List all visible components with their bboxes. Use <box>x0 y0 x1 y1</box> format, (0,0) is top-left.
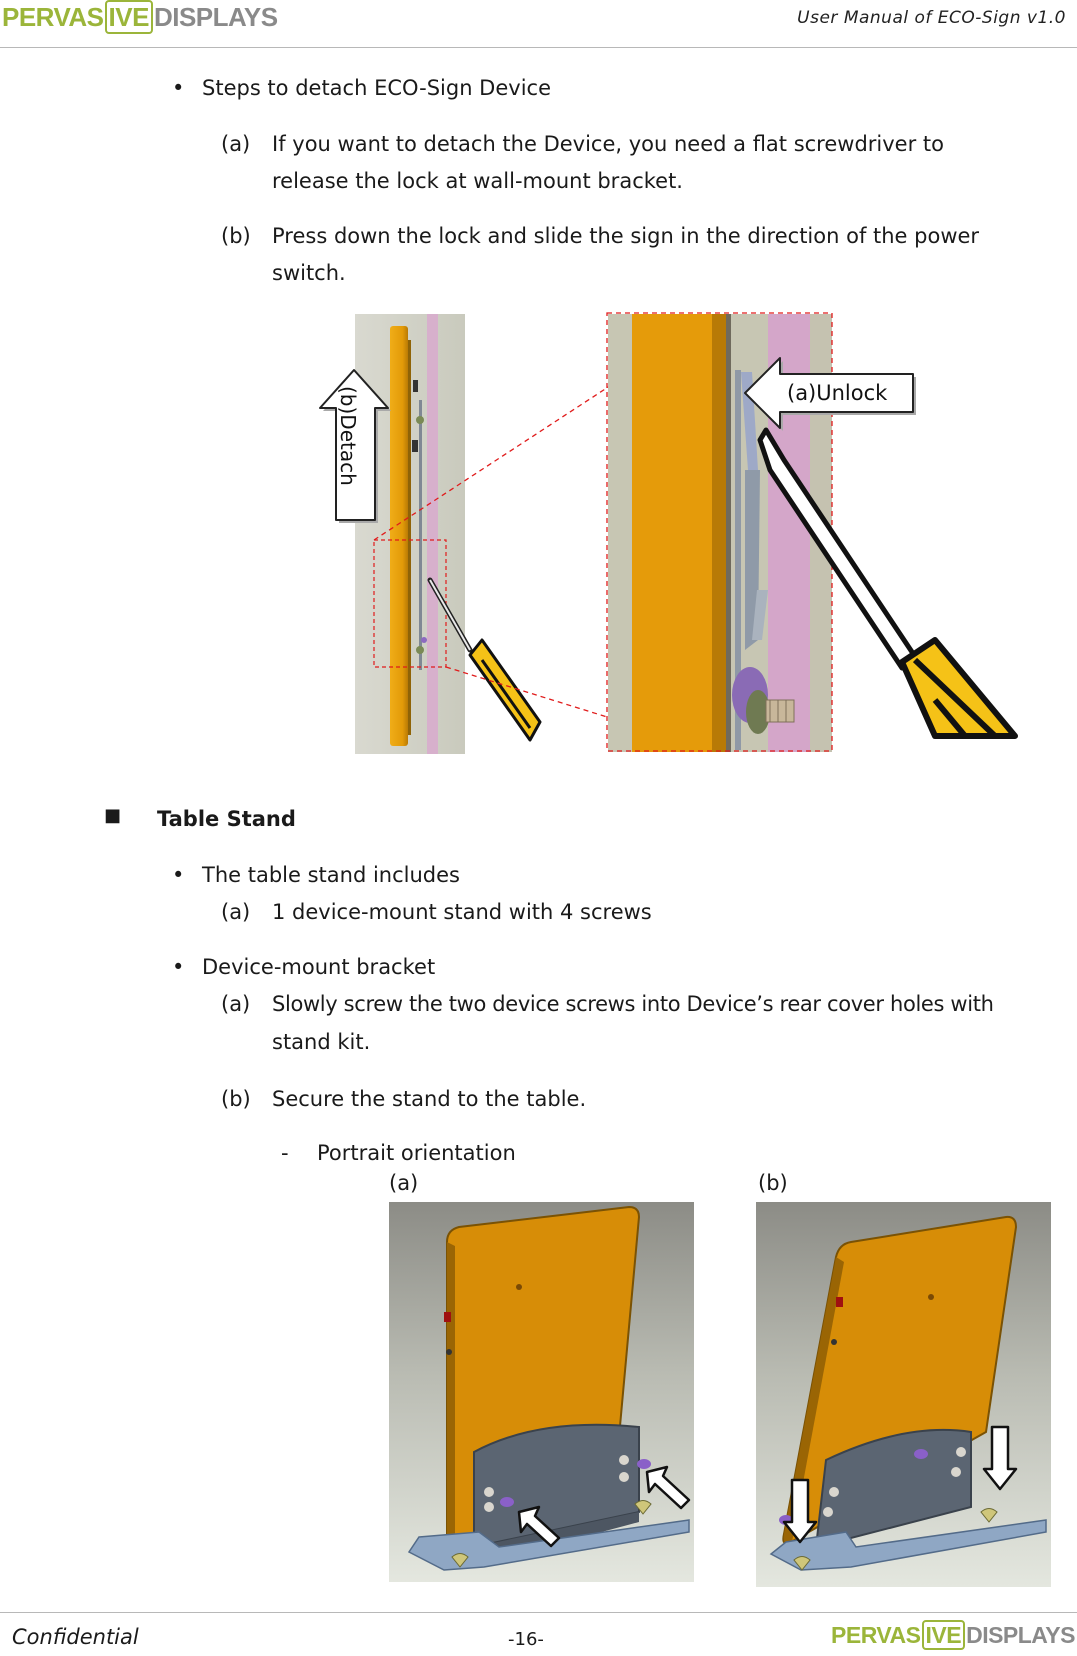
step-text: Press down the lock and slide the sign i… <box>272 224 980 248</box>
step-text: Secure the stand to the table. <box>272 1087 587 1111</box>
screwdriver-small-icon <box>427 577 542 742</box>
screwdriver-large-icon <box>757 427 1018 739</box>
arrow-icon <box>517 1505 561 1548</box>
bullet: • <box>172 863 185 887</box>
stand-figure-b <box>756 1202 1051 1587</box>
table-stand-heading: Table Stand <box>157 807 296 831</box>
step-text: Slowly screw the two device screws into … <box>272 992 994 1016</box>
detach-heading: Steps to detach ECO-Sign Device <box>202 76 551 100</box>
step-text: stand kit. <box>272 1030 371 1054</box>
stand-figure-a <box>389 1202 694 1582</box>
step-marker: (b) <box>221 224 251 248</box>
zoom-connector <box>445 666 721 753</box>
side-view-image <box>355 314 465 754</box>
dash: - <box>281 1141 289 1165</box>
page-number: -16- <box>508 1629 544 1650</box>
section-square-icon: ■ <box>104 805 122 826</box>
arrow-icon <box>645 1465 691 1510</box>
step-marker: (b) <box>221 1087 251 1111</box>
includes-heading: The table stand includes <box>202 863 460 887</box>
step-marker: (a) <box>221 992 251 1016</box>
header-rule <box>0 47 1077 48</box>
arrow-icon <box>782 1478 818 1544</box>
header-title: User Manual of ECO-Sign v1.0 <box>797 8 1066 28</box>
detach-figure: (b)Detach (a)Unlock <box>319 312 1018 754</box>
item-text: 1 device-mount stand with 4 screws <box>272 900 652 924</box>
bullet: • <box>172 76 185 100</box>
item-marker: (a) <box>221 900 251 924</box>
bracket-heading: Device-mount bracket <box>202 955 436 979</box>
caption-b: (b) <box>758 1171 788 1195</box>
bullet: • <box>172 955 185 979</box>
arrow-icon <box>982 1425 1018 1491</box>
portrait-label: Portrait orientation <box>317 1141 516 1165</box>
step-text: switch. <box>272 261 346 285</box>
detach-label: (b)Detach <box>336 386 360 486</box>
footer-rule <box>0 1612 1077 1613</box>
footer-confidential: Confidential <box>12 1625 139 1649</box>
unlock-label: (a)Unlock <box>787 381 888 405</box>
step-marker: (a) <box>221 132 251 156</box>
caption-a: (a) <box>389 1171 419 1195</box>
unlock-arrow-icon: (a)Unlock <box>744 357 916 431</box>
detach-arrow-icon: (b)Detach <box>319 369 391 523</box>
step-text: release the lock at wall-mount bracket. <box>272 169 683 193</box>
step-text: If you want to detach the Device, you ne… <box>272 132 944 156</box>
